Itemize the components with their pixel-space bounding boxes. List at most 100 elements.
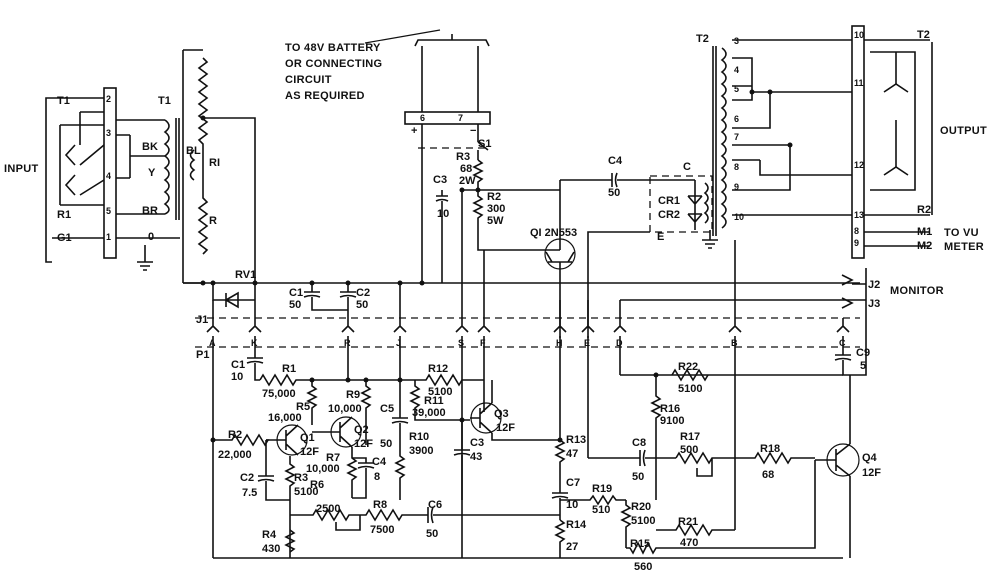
c7-amp-value: 10 bbox=[566, 499, 578, 511]
r4-amp-resistor bbox=[284, 529, 296, 553]
t2-tap-6: 6 bbox=[734, 114, 739, 124]
r1-amp-value: 75,000 bbox=[262, 388, 296, 400]
q4-type: 12F bbox=[862, 467, 881, 479]
input-label: INPUT bbox=[4, 163, 39, 175]
r10-amp-resistor bbox=[394, 450, 406, 500]
r16-amp-label: R16 bbox=[660, 403, 680, 415]
r3-amp-value: 5100 bbox=[294, 486, 318, 498]
input-crossover bbox=[79, 111, 105, 196]
switch-s1 bbox=[477, 141, 489, 160]
coupling-coil bbox=[703, 182, 709, 224]
r1-amp-resistor bbox=[259, 373, 312, 387]
node-c-label: C bbox=[683, 161, 691, 173]
r3-upper-value: 68 bbox=[460, 163, 472, 175]
input-jack-springs bbox=[64, 144, 76, 196]
c3-upper-capacitor bbox=[435, 190, 449, 283]
r17-amp-value: 500 bbox=[680, 444, 698, 456]
r8-amp-resistor bbox=[360, 508, 422, 522]
minus-sign: − bbox=[470, 125, 476, 137]
node-e-label: E bbox=[657, 231, 664, 243]
output-leads bbox=[864, 39, 930, 247]
c3-amp-capacitor bbox=[453, 420, 471, 500]
r8-amp-label: R8 bbox=[373, 499, 387, 511]
r19-amp-label: R19 bbox=[592, 483, 612, 495]
r17-amp-label: R17 bbox=[680, 431, 700, 443]
cr1-label: CR1 bbox=[658, 195, 680, 207]
c4-amp-label: C4 bbox=[372, 456, 387, 468]
t1-y: Y bbox=[148, 167, 156, 179]
r22-amp-label: R22 bbox=[678, 361, 698, 373]
c7-amp-label: C7 bbox=[566, 477, 580, 489]
c4-amp-capacitor bbox=[352, 457, 375, 499]
r3-amp-resistor bbox=[284, 456, 296, 558]
c6-amp-label: C6 bbox=[428, 499, 442, 511]
battery-terminal-block bbox=[404, 111, 491, 125]
q2-type: 12F bbox=[354, 438, 373, 450]
c9-amp-value: 5 bbox=[860, 360, 866, 372]
plug-pin-h-label: H bbox=[556, 338, 563, 348]
c5-amp-value: 50 bbox=[380, 438, 392, 450]
p1-label: P1 bbox=[196, 349, 209, 361]
r19-amp-resistor bbox=[560, 494, 626, 506]
t1-br: BR bbox=[142, 205, 158, 217]
battery-note: TO 48V BATTERY OR CONNECTING CIRCUIT AS … bbox=[285, 29, 490, 102]
r18-amp-value: 68 bbox=[762, 469, 774, 481]
r11-amp-value: 39,000 bbox=[412, 407, 446, 419]
c3-amp-label: C3 bbox=[470, 437, 484, 449]
r14-amp-value: 27 bbox=[566, 541, 578, 553]
q3-label: Q3 bbox=[494, 408, 509, 420]
r2-upper-watts: 5W bbox=[487, 215, 504, 227]
plug-pin-f: F bbox=[477, 250, 491, 412]
r12-amp-label: R12 bbox=[428, 363, 448, 375]
input-terminal-2: 2 bbox=[106, 94, 111, 104]
c8-amp-label: C8 bbox=[632, 437, 646, 449]
c8-amp-capacitor bbox=[588, 449, 676, 467]
c4-upper-label: C4 bbox=[608, 155, 623, 167]
plug-pin-a-label: A bbox=[209, 338, 216, 348]
c1-amp-capacitor bbox=[246, 350, 264, 381]
r15-amp-resistor bbox=[626, 460, 816, 555]
plug-pin-r-label: R bbox=[344, 338, 351, 348]
output-jack-frame bbox=[870, 51, 916, 191]
q4-label: Q4 bbox=[862, 452, 878, 464]
monitor-feed bbox=[850, 304, 867, 376]
r11-amp-resistor bbox=[409, 380, 470, 421]
battery-note-line-3: CIRCUIT bbox=[285, 74, 332, 86]
r18-amp-label: R18 bbox=[760, 443, 780, 455]
input-terminal-5: 5 bbox=[106, 206, 111, 216]
input-terminal-strip bbox=[103, 87, 117, 259]
plug-pin-c-label: C bbox=[839, 338, 846, 348]
pot-resistor-element bbox=[197, 57, 209, 255]
r1-amp-label: R1 bbox=[282, 363, 296, 375]
c2-amp-label: C2 bbox=[240, 472, 254, 484]
r7-amp-resistor bbox=[346, 447, 358, 498]
q4-leads bbox=[815, 443, 851, 477]
rv1-label: RV1 bbox=[235, 269, 256, 281]
r20-amp-resistor bbox=[620, 500, 632, 548]
cr1-cr2-diodes bbox=[687, 180, 703, 230]
input-wires bbox=[52, 97, 180, 239]
c6-amp-value: 50 bbox=[426, 528, 438, 540]
monitor-jacks bbox=[841, 268, 867, 309]
t1-label: T1 bbox=[158, 95, 171, 107]
t1-bk: BK bbox=[142, 141, 158, 153]
c2-bus-label: C2 bbox=[356, 287, 370, 299]
plug-pin-b: B bbox=[728, 240, 742, 530]
r21-amp-value: 470 bbox=[680, 537, 698, 549]
output-label-r2: R2 bbox=[917, 204, 931, 216]
t2-tap-9: 9 bbox=[734, 182, 739, 192]
r15-amp-value: 560 bbox=[634, 561, 652, 573]
q1-leads bbox=[266, 424, 299, 456]
terminal-6: 6 bbox=[420, 113, 425, 123]
plug-pin-k-label: K bbox=[251, 338, 258, 348]
j3-label: J3 bbox=[868, 298, 880, 310]
t2-tap-7: 7 bbox=[734, 132, 739, 142]
r12-amp-resistor bbox=[415, 373, 484, 387]
output-label-m2: M2 bbox=[917, 240, 932, 252]
c5-amp-capacitor bbox=[391, 380, 409, 450]
q2-leads bbox=[312, 416, 353, 448]
r3-upper-resistor bbox=[472, 159, 484, 190]
r6-amp-resistor bbox=[290, 508, 361, 531]
r3-upper-watts: 2W bbox=[459, 175, 476, 187]
r11-amp-label: R11 bbox=[424, 395, 444, 407]
